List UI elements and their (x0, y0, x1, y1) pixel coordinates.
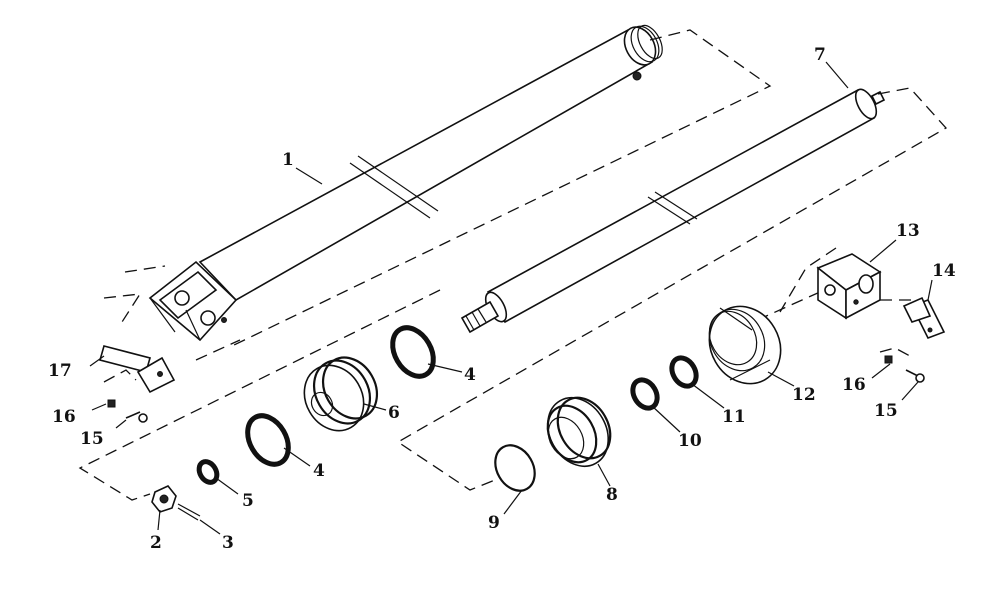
bolt-right (905, 369, 925, 383)
seal-11 (669, 355, 699, 389)
seal-10 (630, 377, 660, 411)
rod-clevis (816, 253, 882, 320)
callout-4-lower: 4 (313, 461, 325, 481)
gland (546, 396, 612, 467)
o-ring-4-upper (390, 325, 436, 379)
callout-8: 8 (606, 485, 618, 505)
callout-10: 10 (678, 431, 702, 451)
pin-14 (902, 296, 946, 340)
callout-16-right: 16 (842, 375, 866, 395)
callout-4-upper: 4 (464, 365, 476, 385)
callout-6: 6 (388, 403, 400, 423)
lockwasher-left (107, 399, 116, 408)
callout-11: 11 (722, 407, 746, 427)
callout-7: 7 (814, 45, 826, 65)
callout-14: 14 (932, 261, 956, 281)
piston (303, 356, 379, 432)
callout-9: 9 (488, 513, 500, 533)
callout-3: 3 (222, 533, 234, 553)
callout-16-left: 16 (52, 407, 76, 427)
cotter-pin (177, 503, 201, 521)
piston-rod (460, 88, 886, 334)
callout-1: 1 (282, 150, 294, 170)
o-ring-4-lower (245, 413, 291, 467)
washer-5 (196, 459, 220, 485)
callout-15-left: 15 (80, 429, 104, 449)
callout-12: 12 (792, 385, 816, 405)
gland-nut (708, 305, 782, 385)
bolt-left (125, 411, 148, 423)
lockwasher-right (884, 355, 893, 364)
callout-15-right: 15 (874, 401, 898, 421)
callout-13: 13 (896, 221, 920, 241)
cylinder-barrel (148, 24, 663, 342)
pin-17 (99, 345, 176, 394)
callout-17: 17 (48, 361, 72, 381)
o-ring-9 (494, 444, 536, 492)
callout-2: 2 (150, 533, 162, 553)
callout-5: 5 (242, 491, 254, 511)
nut (151, 485, 177, 513)
callout-labels: 1 2 3 4 4 5 6 7 8 9 10 11 12 13 14 15 15… (48, 45, 956, 553)
leader-lines (89, 61, 933, 535)
